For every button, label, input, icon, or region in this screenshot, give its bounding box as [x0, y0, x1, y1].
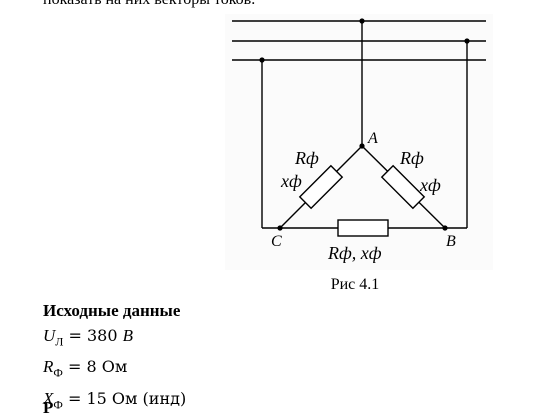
junction-dot: [359, 18, 365, 24]
circuit-diagram: A B C Rф xф Rф xф Rф, xф: [232, 18, 486, 263]
resistor-bottom: [337, 219, 389, 237]
node-label-a: A: [367, 130, 378, 147]
bottom-impedance-label: Rф, xф: [327, 243, 382, 263]
given-data-block: Исходные данные UЛ = 380 B RФ = 8 Ом XФ …: [43, 298, 186, 417]
left-resistance-label: Rф: [294, 148, 319, 168]
right-reactance-label: xф: [419, 175, 441, 195]
symbol: X: [43, 388, 54, 408]
next-section-heading: Р: [43, 398, 54, 417]
given-data-title: Исходные данные: [43, 301, 181, 320]
subscript: Ф: [53, 365, 63, 380]
equation-value: = 15 Ом (инд): [62, 388, 187, 408]
preceding-text-line: показать на них векторы токов.: [43, 0, 255, 9]
subscript: Ф: [53, 397, 63, 412]
junction-dot: [464, 38, 470, 44]
equation-value: = 380: [63, 326, 123, 345]
junction-dot: [259, 57, 265, 63]
node-label-c: C: [271, 233, 282, 250]
left-reactance-label: xф: [280, 171, 302, 191]
symbol: R: [43, 357, 54, 377]
node-label-b: B: [446, 233, 456, 250]
node-b-dot: [442, 225, 448, 231]
right-resistance-label: Rф: [399, 148, 424, 168]
given-row-phase-resistance: RФ = 8 Ом: [43, 354, 186, 385]
node-a-dot: [359, 143, 365, 149]
given-row-phase-reactance: XФ = 15 Ом (инд): [43, 386, 186, 417]
resistor-left: [298, 164, 344, 210]
equation-value: = 8 Ом: [62, 357, 128, 377]
resistor-right: [380, 164, 426, 210]
symbol: U: [43, 326, 56, 345]
figure-caption: Рис 4.1: [330, 276, 380, 293]
given-row-line-voltage: UЛ = 380 B: [43, 323, 186, 354]
node-c-dot: [277, 225, 283, 231]
unit: B: [122, 326, 134, 345]
subscript: Л: [55, 334, 64, 349]
